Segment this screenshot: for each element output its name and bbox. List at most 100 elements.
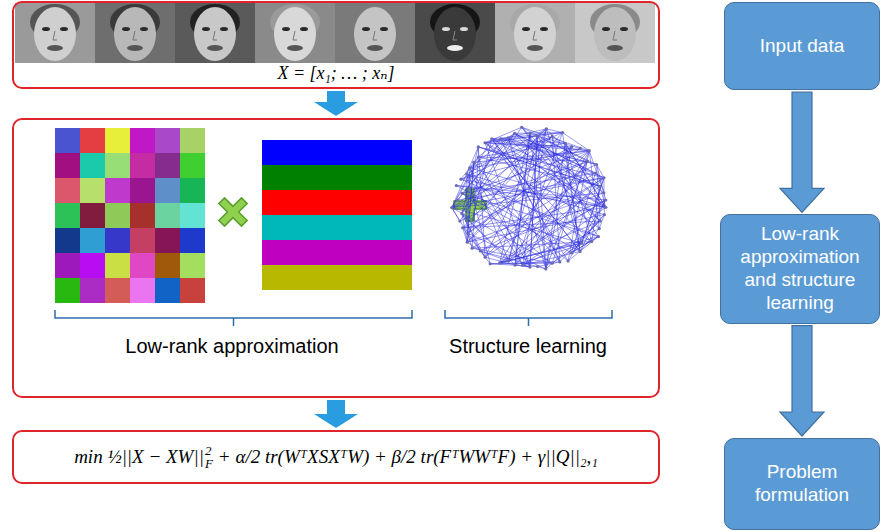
graph-vertex xyxy=(498,261,501,264)
input-panel: X = [x₁; … ; xₙ] xyxy=(12,1,660,89)
matrix-cell xyxy=(155,128,180,153)
panel-label: Structure learning xyxy=(413,334,643,358)
mouth xyxy=(207,45,223,51)
graph-edge xyxy=(462,193,552,263)
face-photo xyxy=(15,3,95,63)
matrix-cell xyxy=(130,178,155,203)
eye xyxy=(122,27,130,31)
matrix-cell xyxy=(55,228,80,253)
graph-vertex xyxy=(461,226,464,229)
photo-ground xyxy=(495,3,575,63)
face-photo xyxy=(495,3,575,63)
photo-ground xyxy=(415,3,495,63)
eye xyxy=(380,27,388,31)
times-sign-shape xyxy=(210,189,255,234)
graph-vertex xyxy=(507,136,510,139)
matrix-cell xyxy=(155,278,180,303)
graph-vertex xyxy=(578,250,581,253)
graph-edge xyxy=(492,139,606,208)
mouth xyxy=(287,45,303,51)
graph-vertex xyxy=(590,240,593,243)
graph-vertex xyxy=(458,219,461,222)
matrix-cell xyxy=(105,153,130,178)
matrix-cell xyxy=(55,203,80,228)
matrix-cell xyxy=(80,228,105,253)
block-arrow xyxy=(780,326,824,436)
eye xyxy=(522,27,530,31)
graph-vertex xyxy=(599,220,602,223)
matrix-cell xyxy=(180,253,205,278)
graph-vertex xyxy=(455,184,458,187)
eye xyxy=(202,27,210,31)
graph-edge xyxy=(500,243,582,263)
graph-edge xyxy=(582,178,604,243)
eye xyxy=(282,27,290,31)
matrix-cell xyxy=(80,128,105,153)
graph-vertex xyxy=(551,135,554,138)
face xyxy=(194,7,236,61)
graph-vertex xyxy=(520,126,523,129)
eye xyxy=(300,27,308,31)
matrix-cell xyxy=(130,153,155,178)
matrix-cell xyxy=(105,253,130,278)
eye xyxy=(60,27,68,31)
nose xyxy=(53,31,57,40)
step-box: Low-rank approximation and structure lea… xyxy=(720,214,880,323)
face xyxy=(354,7,396,61)
graph-vertex xyxy=(551,262,554,265)
formula-part: + α/2 tr(WᵀXSXᵀW) + β/2 tr(FᵀWWᵀF) + γ||… xyxy=(213,446,598,469)
graph-edge xyxy=(596,164,604,177)
bracket xyxy=(55,310,412,326)
eye xyxy=(362,27,370,31)
method-panel: Low-rank approximationStructure learning xyxy=(12,118,660,398)
matrix-cell xyxy=(80,203,105,228)
times-sign xyxy=(210,189,255,234)
mouth xyxy=(127,45,143,51)
matrix-cell xyxy=(55,253,80,278)
graph-edge xyxy=(568,200,606,261)
graph-edge xyxy=(490,262,560,264)
graph-vertex xyxy=(545,127,548,130)
band-matrix xyxy=(262,140,412,290)
graph-vertex xyxy=(472,161,475,164)
face xyxy=(514,7,556,61)
matrix-band xyxy=(262,215,412,240)
face xyxy=(274,7,316,61)
nose xyxy=(453,31,457,40)
graph-vertex xyxy=(604,198,607,201)
graph-vertex xyxy=(499,137,502,140)
step-label: Input data xyxy=(760,35,845,58)
graph-vertex xyxy=(513,132,516,135)
face-photos xyxy=(15,3,655,63)
graph-vertex xyxy=(465,172,468,175)
graph-vertex xyxy=(566,259,569,262)
graph-vertex xyxy=(604,206,607,209)
matrix-cell xyxy=(130,228,155,253)
graph-edge xyxy=(589,151,604,193)
formula-panel: min ½||X − XW||2F+ α/2 tr(WᵀXSXᵀW) + β/2… xyxy=(12,430,660,484)
graph-vertex xyxy=(603,213,606,216)
graph-edge xyxy=(492,139,568,261)
matrix-cell xyxy=(180,228,205,253)
graph-edge xyxy=(485,257,515,265)
graph-vertex xyxy=(580,241,583,244)
graph-edge xyxy=(467,174,523,265)
step-label: Problem formulation xyxy=(733,461,871,507)
matrix-band xyxy=(262,190,412,215)
nose xyxy=(133,31,137,40)
graph-edge xyxy=(515,133,601,221)
matrix-cell xyxy=(80,253,105,278)
bracket xyxy=(445,310,612,326)
graph-edge xyxy=(462,193,598,236)
graph-vertex xyxy=(598,227,601,230)
step-label: Low-rank approximation and structure lea… xyxy=(729,223,871,314)
eye xyxy=(220,27,228,31)
graph-edge xyxy=(485,127,522,142)
graph-vertex xyxy=(536,135,539,138)
photo-ground xyxy=(175,3,255,63)
matrix-band xyxy=(262,140,412,165)
face-photo xyxy=(575,3,655,63)
graph-vertex xyxy=(597,235,600,238)
matrix-cell xyxy=(130,278,155,303)
formula: min ½||X − XW||2F+ α/2 tr(WᵀXSXᵀW) + β/2… xyxy=(74,444,598,470)
